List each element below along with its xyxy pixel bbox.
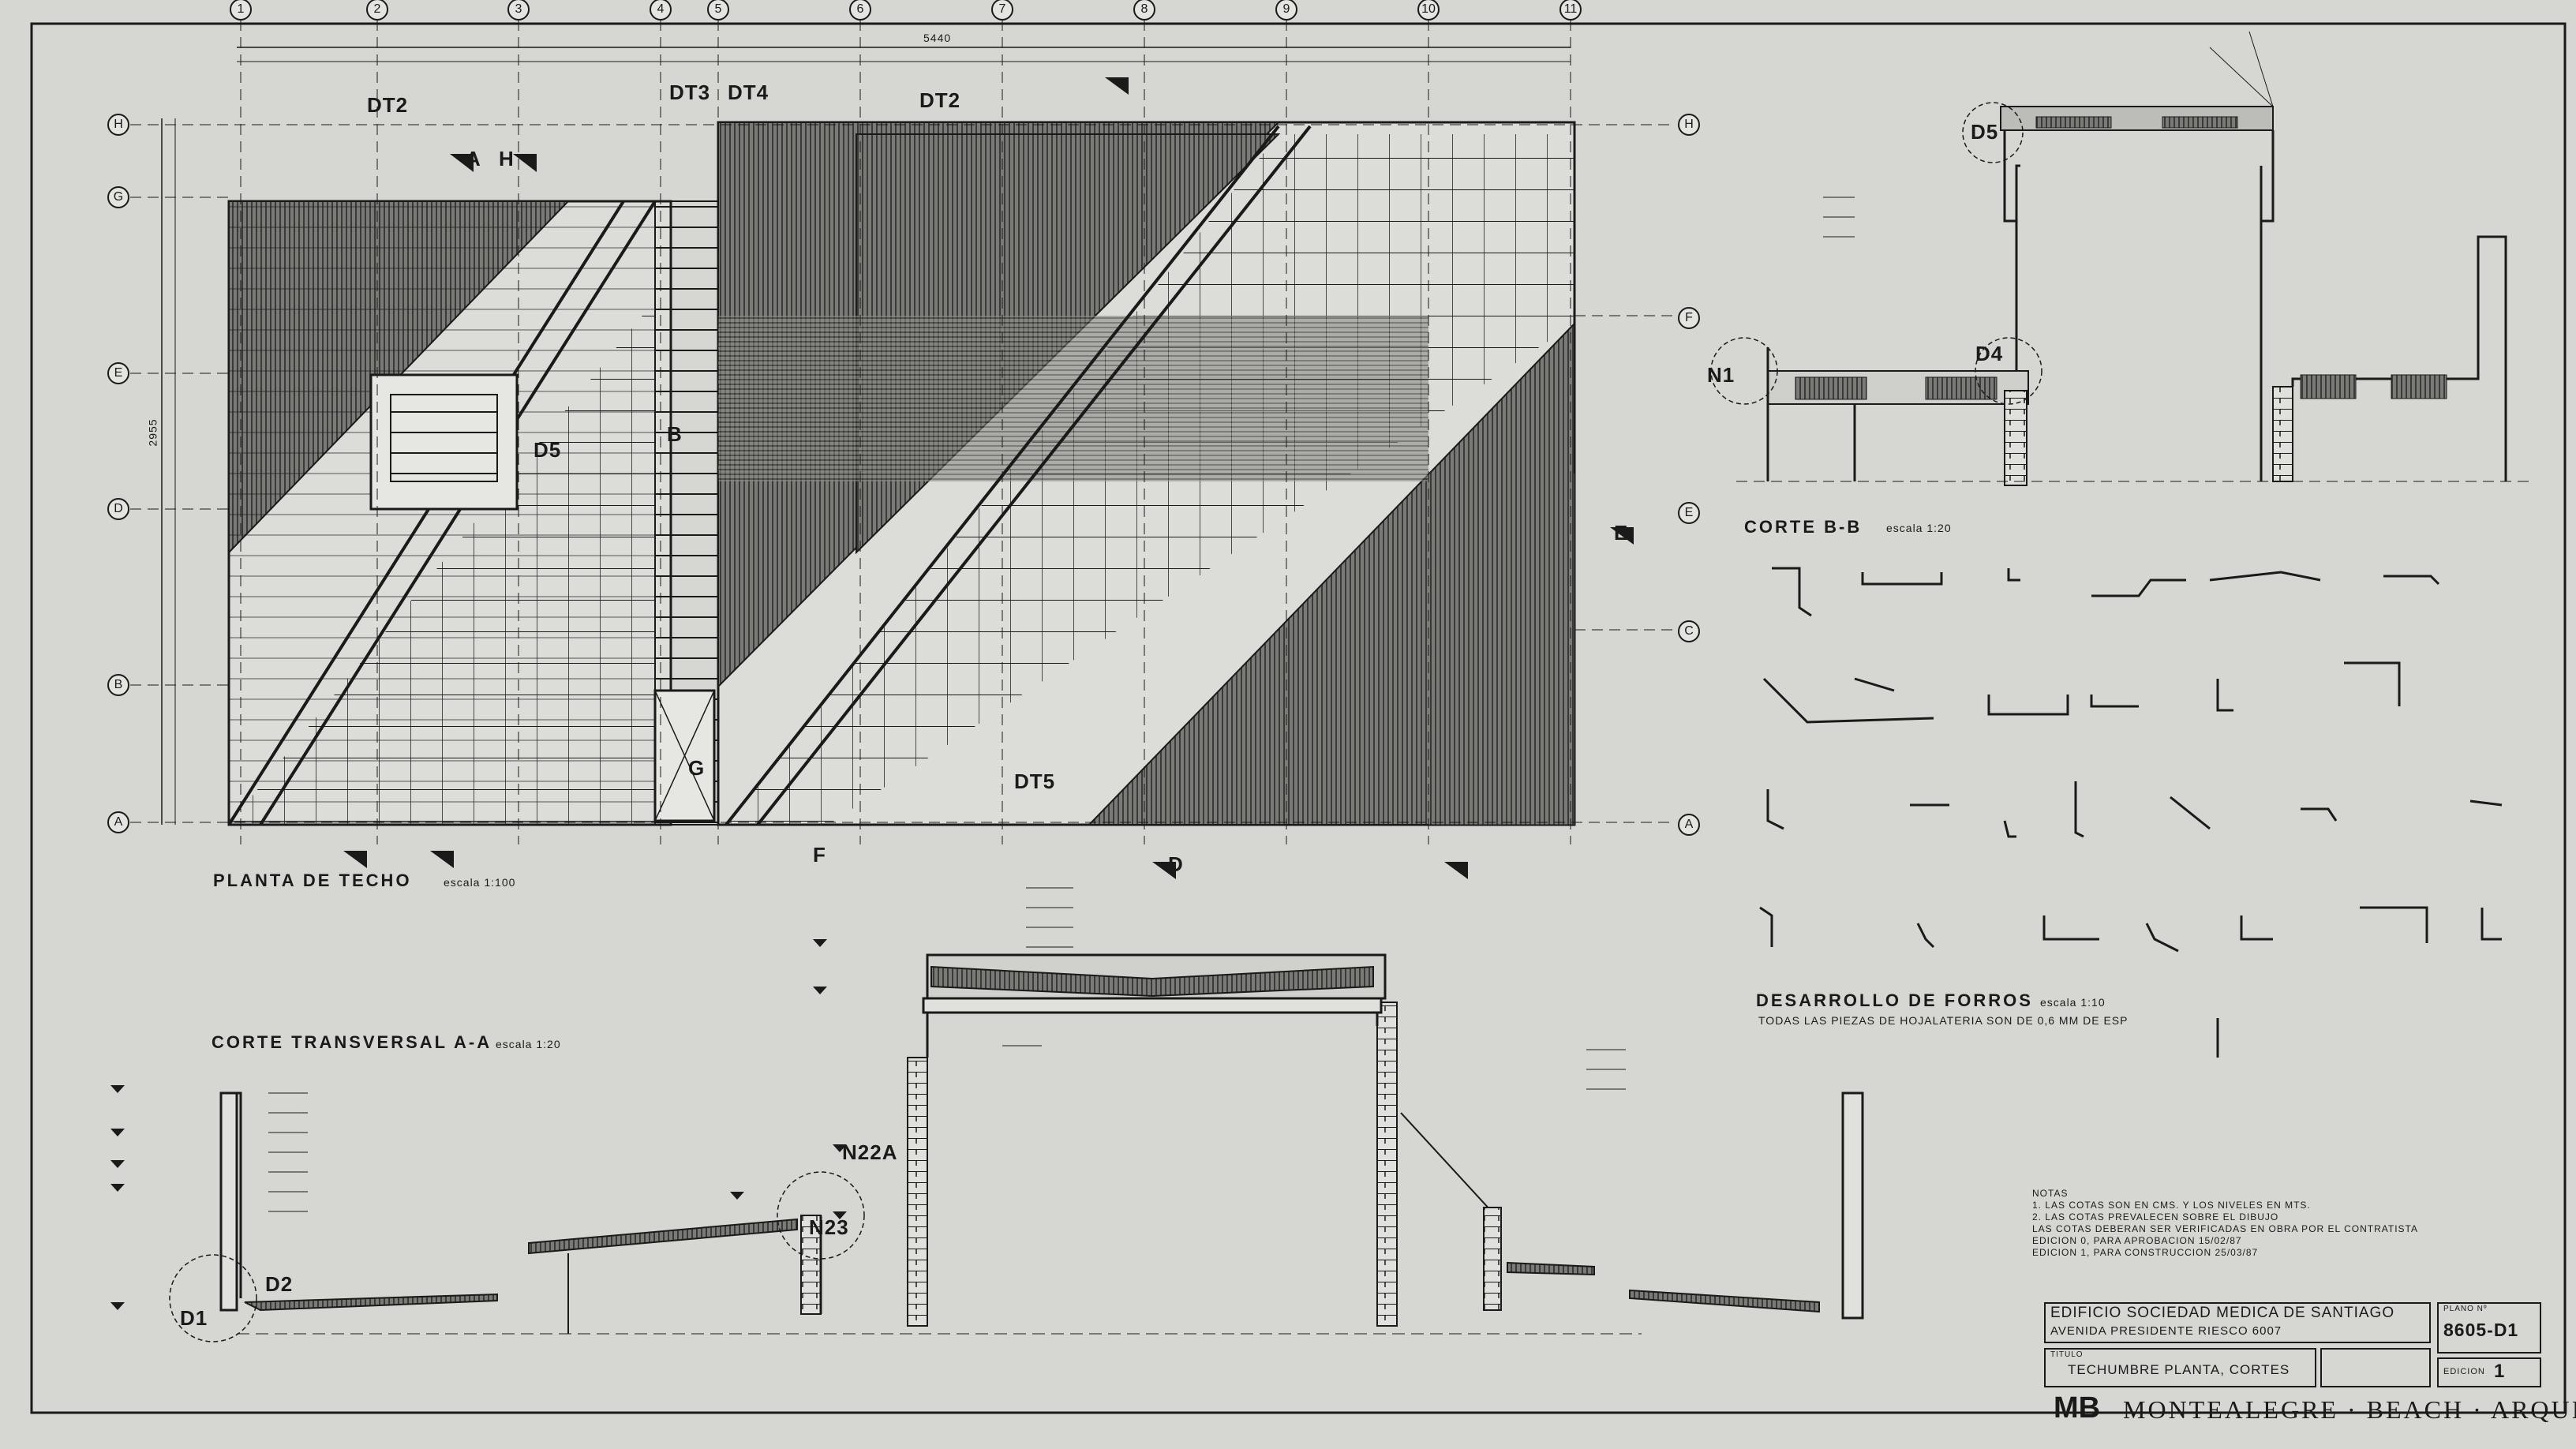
- cross-section-scale: escala 1:20: [496, 1038, 561, 1050]
- note-line-5: EDICION 1, PARA CONSTRUCCION 25/03/87: [2032, 1247, 2259, 1258]
- section-mark-f: F: [813, 843, 826, 867]
- cross-section-title: CORTE TRANSVERSAL A-A: [212, 1032, 492, 1052]
- detail-tag-dt4: DT4: [728, 80, 769, 104]
- general-notes: NOTAS 1. LAS COTAS SON EN CMS. Y LOS NIV…: [2032, 1188, 2427, 1259]
- notes-heading: NOTAS: [2032, 1188, 2069, 1199]
- detail-tag-n1: N1: [1707, 363, 1735, 387]
- svg-text:MB: MB: [2054, 1391, 2100, 1422]
- project-box: [2044, 1302, 2431, 1343]
- detail-tag-dt3: DT3: [669, 80, 711, 104]
- grid-bubble-col-10: 10: [1417, 0, 1440, 21]
- drawn-by-box: [2320, 1348, 2431, 1387]
- note-line-2: 2. LAS COTAS PREVALECEN SOBRE EL DIBUJO: [2032, 1211, 2279, 1222]
- plan-number: 8605-D1: [2443, 1320, 2519, 1340]
- sheet-title: TECHUMBRE PLANTA, CORTES: [2068, 1362, 2290, 1377]
- detail-tag-dt5: DT5: [1014, 769, 1056, 793]
- plan-number-label: PLANO Nº: [2443, 1305, 2488, 1313]
- flashings-scale: escala 1:10: [2040, 996, 2106, 1009]
- plan-number-box: [2437, 1302, 2541, 1354]
- grid-bubble-row-d: D: [107, 498, 129, 520]
- flashings-title: DESARROLLO DE FORROS: [1756, 990, 2033, 1010]
- section-bb-title: CORTE B-B: [1744, 517, 1863, 537]
- grid-bubble-col-7: 7: [991, 0, 1013, 21]
- grid-bubble-row-right-e: E: [1678, 502, 1700, 524]
- flashings-profiles: [1759, 567, 2503, 1058]
- overall-dimension: 5440: [923, 32, 952, 44]
- grid-bubble-col-6: 6: [849, 0, 871, 21]
- project-name: EDIFICIO SOCIEDAD MEDICA DE SANTIAGO: [2050, 1305, 2395, 1321]
- grid-bubble-row-right-a: A: [1678, 814, 1700, 836]
- firm-name: MONTEALEGRE · BEACH · ARQUITECTOS: [2123, 1395, 2576, 1424]
- detail-tag-dt2-left: DT2: [367, 93, 409, 117]
- section-bb-drawing: [1710, 102, 2533, 486]
- section-bb-scale: escala 1:20: [1886, 522, 1952, 534]
- detail-tag-dt2-right: DT2: [919, 88, 961, 112]
- level-markers: [110, 939, 847, 1310]
- grid-bubble-row-e: E: [107, 362, 129, 384]
- edition-label: EDICION: [2443, 1367, 2485, 1376]
- project-address: AVENIDA PRESIDENTE RIESCO 6007: [2050, 1324, 2282, 1338]
- note-line-3: LAS COTAS DEBERAN SER VERIFICADAS EN OBR…: [2032, 1223, 2418, 1234]
- note-line-4: EDICION 0, PARA APROBACION 15/02/87: [2032, 1235, 2242, 1246]
- sheet-title-label: TITULO: [2050, 1350, 2084, 1359]
- section-mark-g: G: [688, 756, 706, 780]
- grid-bubble-row-right-f: F: [1678, 307, 1700, 329]
- cross-section-drawing: [169, 953, 1864, 1342]
- note-line-1: 1. LAS COTAS SON EN CMS. Y LOS NIVELES E…: [2032, 1200, 2311, 1211]
- detail-tag-d4: D4: [1975, 342, 2004, 365]
- grid-bubble-col-11: 11: [1559, 0, 1582, 21]
- section-mark-d: D: [1168, 852, 1184, 876]
- detail-tag-n23: N23: [809, 1215, 849, 1239]
- roof-plan-scale: escala 1:100: [444, 876, 516, 889]
- edition-number: 1: [2494, 1361, 2506, 1382]
- edition-box: [2437, 1357, 2541, 1387]
- sheet-title-box: [2044, 1348, 2316, 1387]
- title-block: EDIFICIO SOCIEDAD MEDICA DE SANTIAGO AVE…: [2044, 1302, 2541, 1436]
- detail-tag-d2: D2: [265, 1272, 294, 1296]
- section-mark-h-top: H: [499, 147, 515, 170]
- grid-bubble-col-4: 4: [650, 0, 672, 21]
- grid-bubble-col-9: 9: [1275, 0, 1297, 21]
- detail-tag-d5-plan: D5: [534, 438, 562, 462]
- roof-plan-title: PLANTA DE TECHO: [213, 871, 412, 890]
- grid-bubble-col-1: 1: [230, 0, 252, 21]
- detail-tag-d5-section: D5: [1971, 120, 1999, 144]
- leader-lines: [268, 31, 2274, 1212]
- detail-tag-n22a: N22A: [842, 1140, 898, 1164]
- grid-bubble-col-5: 5: [707, 0, 729, 21]
- detail-tag-d1: D1: [180, 1306, 208, 1330]
- grid-bubble-row-h: H: [107, 114, 129, 136]
- flashings-subtitle: TODAS LAS PIEZAS DE HOJALATERIA SON DE 0…: [1758, 1014, 2129, 1027]
- section-mark-b: B: [667, 422, 683, 446]
- grid-bubble-row-right-c: C: [1678, 620, 1700, 642]
- grid-bubble-row-right-h: H: [1678, 114, 1700, 136]
- section-mark-a-top: A: [466, 147, 481, 170]
- roof-plan-drawing: [130, 20, 1673, 879]
- grid-bubble-col-2: 2: [366, 0, 388, 21]
- grid-bubble-row-g: G: [107, 186, 129, 208]
- grid-bubble-row-b: B: [107, 674, 129, 696]
- side-dimension: 2955: [146, 418, 159, 447]
- grid-bubble-col-3: 3: [507, 0, 530, 21]
- firm-logo-icon: MB: [2052, 1391, 2115, 1425]
- grid-bubble-row-a: A: [107, 811, 129, 833]
- section-mark-e: E: [1614, 521, 1629, 545]
- grid-bubble-col-8: 8: [1133, 0, 1155, 21]
